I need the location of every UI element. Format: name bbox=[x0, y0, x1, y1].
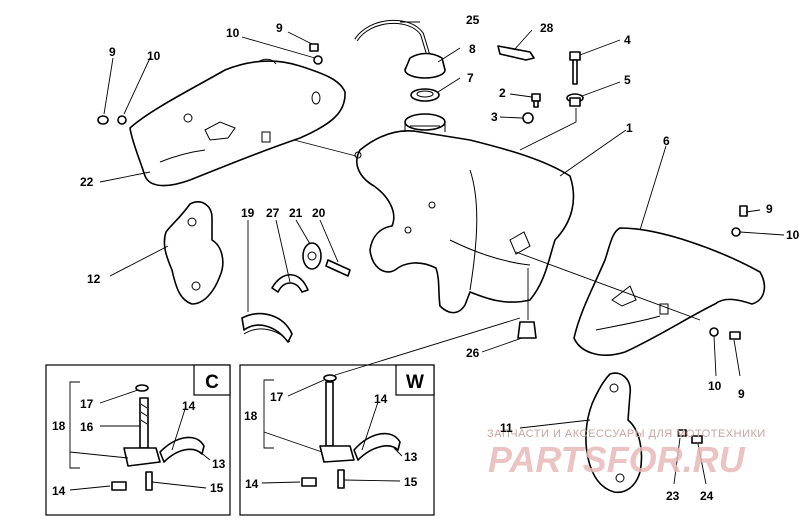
callout-28: 28 bbox=[540, 21, 554, 35]
callout-5: 5 bbox=[624, 73, 631, 87]
right-side-panel-6 bbox=[573, 227, 766, 356]
callout-15: 15 bbox=[404, 475, 418, 489]
watermark-tagline: ЗАПЧАСТИ И АКСЕССУАРЫ ДЛЯ МОТОТЕХНИКИ bbox=[487, 428, 766, 440]
watermark-logo: PARTSFOR.RU bbox=[488, 439, 746, 480]
screw-9-left bbox=[97, 115, 109, 125]
callout-27: 27 bbox=[266, 206, 280, 220]
callout-4: 4 bbox=[624, 33, 631, 47]
bolt-4 bbox=[569, 51, 581, 85]
fuel-tap-c bbox=[111, 384, 205, 491]
grommet-3 bbox=[522, 112, 534, 124]
callout-26: 26 bbox=[466, 346, 480, 360]
callout-9: 9 bbox=[738, 387, 745, 401]
callout-10: 10 bbox=[226, 26, 240, 40]
callout-9: 9 bbox=[109, 45, 116, 59]
grommet-26 bbox=[517, 321, 537, 339]
callout-1: 1 bbox=[626, 121, 633, 135]
bracket-11 bbox=[585, 372, 643, 494]
screw-9-right bbox=[739, 205, 748, 217]
callout-14: 14 bbox=[245, 477, 259, 491]
washer-5 bbox=[566, 93, 584, 107]
callout-24: 24 bbox=[700, 489, 714, 503]
callout-9: 9 bbox=[276, 21, 283, 35]
callout-18: 18 bbox=[52, 419, 66, 433]
bolt-24 bbox=[691, 435, 703, 444]
callout-10: 10 bbox=[147, 49, 161, 63]
callout-13: 13 bbox=[404, 450, 418, 464]
callout-19: 19 bbox=[241, 206, 255, 220]
callout-10: 10 bbox=[708, 379, 722, 393]
bracket-12 bbox=[163, 201, 224, 305]
clamp-27 bbox=[271, 273, 309, 293]
callout-23: 23 bbox=[666, 489, 680, 503]
grommet-10-lower bbox=[709, 327, 719, 337]
clip-28 bbox=[497, 45, 535, 61]
grommet-10-right bbox=[731, 227, 741, 237]
grommet-10-top bbox=[313, 55, 323, 65]
cap-ring-7 bbox=[410, 88, 440, 102]
callout-25: 25 bbox=[466, 13, 480, 27]
callout-8: 8 bbox=[469, 42, 476, 56]
callout-numbers: 25 28 9 10 8 4 9 10 7 5 2 3 1 6 22 9 10 … bbox=[52, 13, 800, 503]
callout-14: 14 bbox=[182, 399, 196, 413]
left-side-panel-22 bbox=[129, 58, 346, 187]
fuel-cap-8 bbox=[404, 52, 446, 79]
callout-2: 2 bbox=[499, 86, 506, 100]
callout-18: 18 bbox=[244, 409, 258, 423]
callout-3: 3 bbox=[491, 110, 498, 124]
inset-panel-w: W bbox=[239, 364, 435, 516]
vent-hose-25 bbox=[354, 20, 430, 55]
inset-label-w: W bbox=[406, 372, 424, 393]
callout-17: 17 bbox=[80, 397, 94, 411]
screw-23 bbox=[677, 429, 687, 437]
callout-15: 15 bbox=[210, 481, 224, 495]
callout-11: 11 bbox=[500, 421, 513, 435]
watermark: ЗАПЧАСТИ И АКСЕССУАРЫ ДЛЯ МОТОТЕХНИКИ PA… bbox=[487, 428, 766, 480]
callout-16: 16 bbox=[80, 420, 94, 434]
callout-12: 12 bbox=[87, 272, 101, 286]
callout-22: 22 bbox=[80, 175, 94, 189]
callout-6: 6 bbox=[663, 134, 670, 148]
callout-13: 13 bbox=[212, 457, 226, 471]
callout-17: 17 bbox=[270, 390, 284, 404]
callout-14: 14 bbox=[52, 484, 66, 498]
screw-2 bbox=[531, 93, 541, 108]
callout-21: 21 bbox=[289, 206, 303, 220]
callout-20: 20 bbox=[312, 206, 326, 220]
callout-10: 10 bbox=[786, 228, 800, 242]
callout-7: 7 bbox=[467, 71, 474, 85]
inset-label-c: C bbox=[205, 372, 219, 393]
bolt-20 bbox=[325, 259, 351, 277]
grommet-10-left bbox=[117, 115, 127, 125]
screw-9-lower bbox=[729, 331, 741, 340]
callout-9: 9 bbox=[766, 202, 773, 216]
leader-lines bbox=[69, 21, 785, 491]
bush-21 bbox=[302, 242, 322, 270]
callout-14: 14 bbox=[374, 392, 388, 406]
fuel-tank-1 bbox=[354, 113, 575, 314]
spring-clips-19 bbox=[241, 312, 293, 343]
screw-9-top bbox=[309, 43, 319, 52]
